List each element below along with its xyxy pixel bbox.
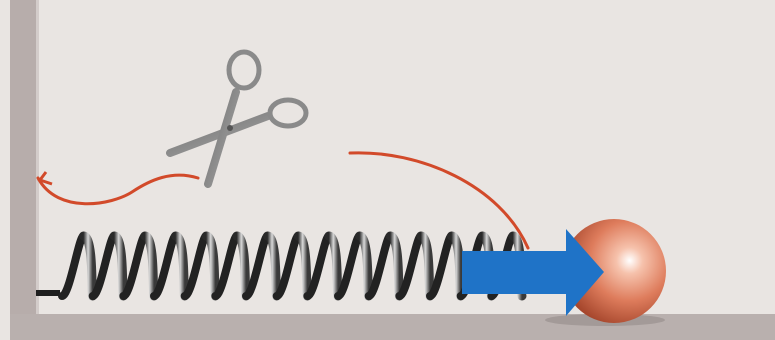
- wall: [10, 0, 36, 340]
- wall-highlight: [36, 0, 39, 314]
